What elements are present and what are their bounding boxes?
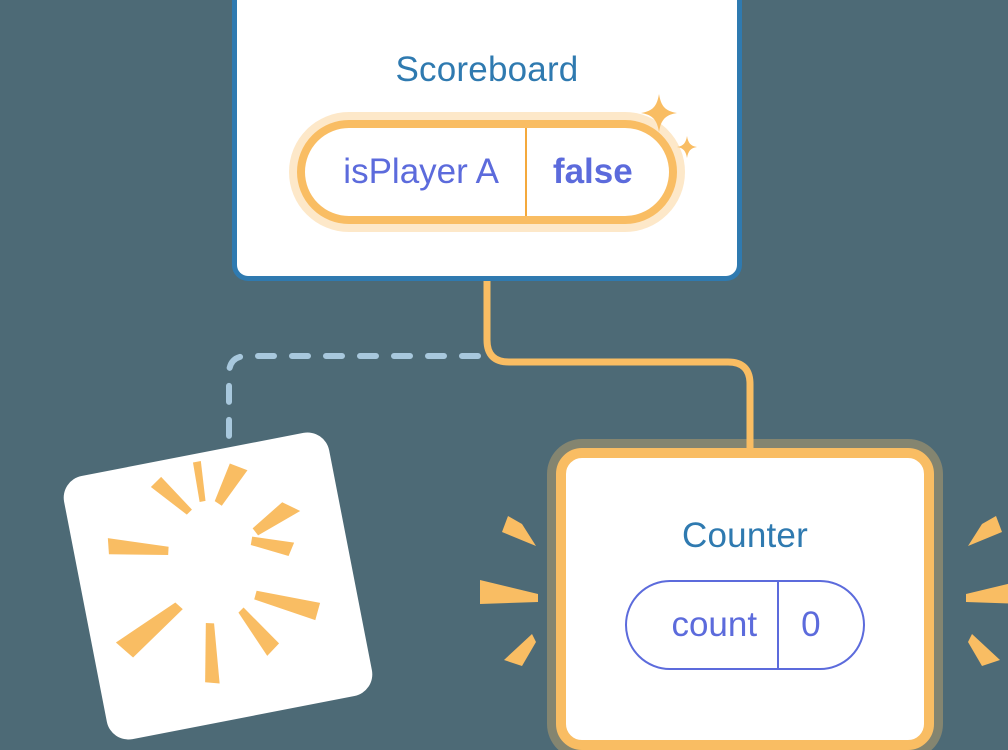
burst-ray — [115, 602, 183, 658]
rerender-card[interactable] — [59, 428, 377, 744]
counter-ray — [504, 634, 536, 666]
counter-state-key: count — [671, 605, 758, 644]
burst-ray — [254, 590, 321, 621]
counter-ray — [968, 516, 1002, 546]
counter-state-pill[interactable]: count 0 — [625, 580, 865, 670]
scoreboard-state-key: isPlayer A — [343, 152, 499, 191]
counter-ray — [966, 583, 1008, 604]
scoreboard-state-value: false — [524, 128, 669, 216]
scoreboard-card[interactable]: Scoreboard isPlayer A false — [232, 0, 742, 281]
burst-ray — [192, 460, 206, 502]
counter-card[interactable]: Counter count 0 — [556, 448, 934, 750]
burst-ray — [214, 463, 248, 506]
counter-title: Counter — [682, 516, 808, 555]
sparkle-large-icon — [640, 94, 677, 132]
rerender-burst-icon — [107, 460, 321, 684]
counter-ray — [968, 634, 1000, 666]
connector-scoreboard-to-counter — [483, 272, 754, 464]
counter-rays-right — [966, 516, 1008, 666]
burst-ray — [150, 476, 192, 515]
scoreboard-state-pill[interactable]: isPlayer A false — [297, 94, 697, 224]
counter-ray — [480, 580, 538, 604]
scoreboard-pill-wrap: isPlayer A false — [237, 94, 737, 224]
counter-ray — [502, 516, 536, 546]
scoreboard-title: Scoreboard — [395, 50, 579, 89]
burst-ray — [238, 607, 280, 656]
counter-rays-left — [480, 516, 538, 666]
burst-ray — [205, 623, 220, 684]
counter-state-value: 0 — [777, 582, 862, 668]
counter-pill-wrap: count 0 — [566, 580, 924, 670]
burst-ray — [250, 536, 295, 556]
sparkle-small-icon — [676, 136, 697, 158]
sparkle-group — [640, 94, 697, 158]
burst-ray — [252, 502, 301, 536]
burst-ray — [107, 538, 169, 555]
